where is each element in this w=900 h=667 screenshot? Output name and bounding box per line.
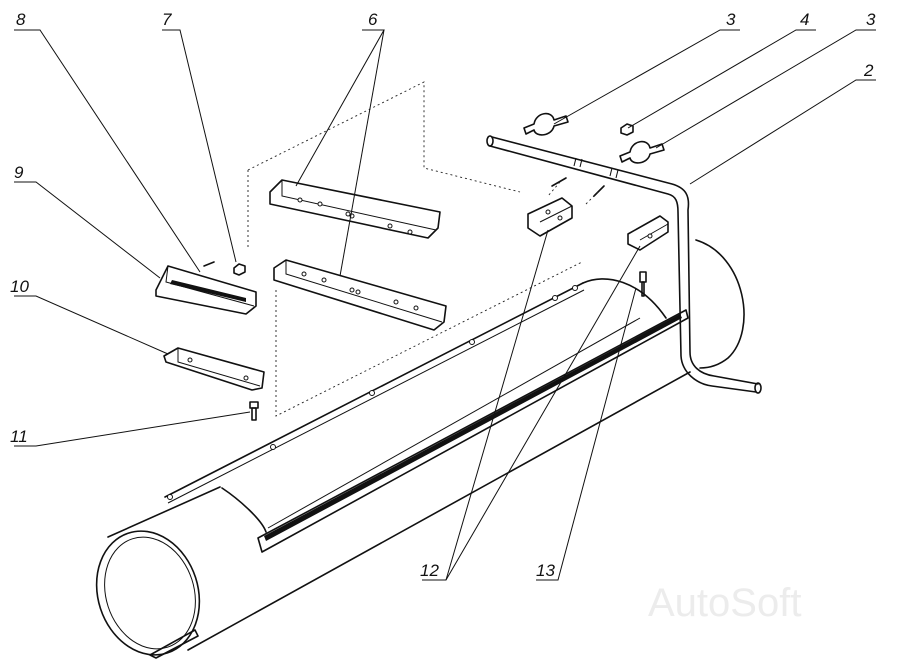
angle-strip-9 (155, 265, 257, 315)
bracket-12-lower (627, 215, 669, 251)
callout-13: 13 (536, 561, 555, 580)
callout-3-left: 3 (726, 10, 736, 29)
callout-11: 11 (10, 427, 28, 446)
angle-strip-6-upper (269, 179, 441, 239)
part-8-rod (203, 261, 215, 267)
tube-body (95, 239, 745, 659)
leader-lines (14, 29, 876, 581)
clamp-3-left (523, 112, 569, 136)
callout-2: 2 (863, 61, 874, 80)
assembly-outline (247, 81, 583, 417)
angle-strip-6-lower (273, 259, 447, 331)
watermark: AutoSoft (648, 581, 801, 625)
callout-4: 4 (800, 10, 809, 29)
nut-4 (620, 123, 634, 136)
callout-10: 10 (10, 277, 29, 296)
callout-7: 7 (162, 10, 172, 29)
callout-6: 6 (368, 10, 378, 29)
bracket-12-upper (527, 197, 573, 237)
bolt-11 (249, 401, 259, 421)
callout-12: 12 (420, 561, 439, 580)
callout-8: 8 (16, 10, 26, 29)
callout-9: 9 (14, 163, 24, 182)
pipe-part-2 (486, 135, 762, 394)
callout-3-right: 3 (866, 10, 876, 29)
nut-7 (233, 263, 246, 276)
bolt-13 (639, 271, 647, 297)
angle-strip-10 (163, 347, 265, 391)
clamp-3-right (619, 140, 665, 164)
